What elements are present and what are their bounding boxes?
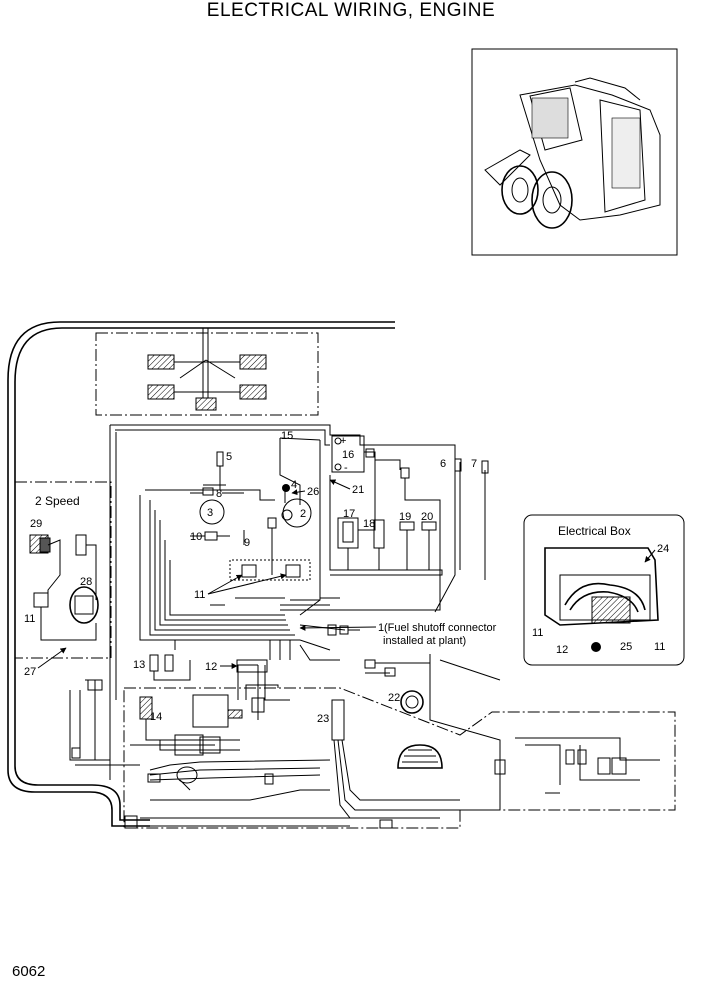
machine-view-inset [471,48,678,256]
callout-16: 16 [342,449,354,461]
sensor-13-icon [149,654,159,672]
callout-1-note-line2: installed at plant) [383,635,466,647]
electrical-box-label: Electrical Box [558,524,631,538]
callout-12: 12 [205,661,217,673]
callout-23: 23 [317,713,329,725]
lower-compartment [69,654,676,829]
callout-24: 24 [657,543,669,555]
callout-18: 18 [363,518,375,530]
callouts: 1 (Fuel shutoff connector installed at p… [133,430,497,725]
starter-icon [176,766,198,784]
callout-1: 1 [378,622,384,634]
callout-14: 14 [150,711,162,723]
relay-icon [241,564,257,578]
callout-25: 25 [620,641,632,653]
axle-motor-area [95,328,319,416]
battery-minus-label: - [344,462,348,474]
callout-20: 20 [421,511,433,523]
callout-26: 26 [307,486,319,498]
relay-20-icon [421,521,437,531]
relay-19-icon [399,521,415,531]
sensor-icon [199,499,225,525]
two-speed-label: 2 Speed [35,494,80,508]
callout-3: 3 [207,507,213,519]
callout-28: 28 [80,576,92,588]
callout-22: 22 [388,692,400,704]
battery-icon [331,435,365,473]
callout-12: 12 [556,644,568,656]
callout-7: 7 [471,458,477,470]
callout-11: 11 [654,641,665,653]
callout-4: 4 [291,479,297,491]
sensor-23-icon [331,699,345,741]
tire-icon [239,354,267,370]
callout-9: 9 [244,537,250,549]
callout-11: 11 [24,613,35,625]
callout-17: 17 [343,508,355,520]
relay-icon [285,564,301,578]
motor-icon [195,397,217,411]
electrical-box-inset: Electrical Box 24 11 12 25 11 [523,514,685,666]
fuse-panel-icon [591,596,631,624]
callout-11: 11 [194,589,205,601]
connector-12-icon [236,659,268,673]
tire-icon [147,384,175,400]
engine-harness [109,424,489,780]
skid-steer-loader-illustration [484,77,661,229]
solenoid-icon [69,586,99,624]
callout-11: 11 [532,627,543,639]
sensor-icon [282,498,312,528]
callout-27: 27 [24,666,36,678]
callout-10: 10 [190,531,202,543]
callout-29: 29 [30,518,42,530]
two-speed-inset: 2 Speed 29 28 11 27 [14,481,112,678]
callout-8: 8 [216,488,222,500]
tire-icon [147,354,175,370]
callout-15: 15 [281,430,293,442]
battery-plus-label: + [340,435,346,447]
fuse-icon [282,484,290,492]
callout-21: 21 [352,484,364,496]
plug-icon [591,642,601,652]
page-number: 6062 [12,963,46,980]
horn-icon [400,690,424,714]
callout-1-note-line1: (Fuel shutoff connector [384,622,497,634]
main-harness-loop [7,321,395,827]
callout-5: 5 [226,451,232,463]
tire-icon [239,384,267,400]
callout-2: 2 [300,508,306,520]
page-title: ELECTRICAL WIRING, ENGINE [206,0,496,21]
callout-19: 19 [399,511,411,523]
beacon-light-icon [397,744,443,769]
callout-6: 6 [440,458,446,470]
callout-13: 13 [133,659,145,671]
